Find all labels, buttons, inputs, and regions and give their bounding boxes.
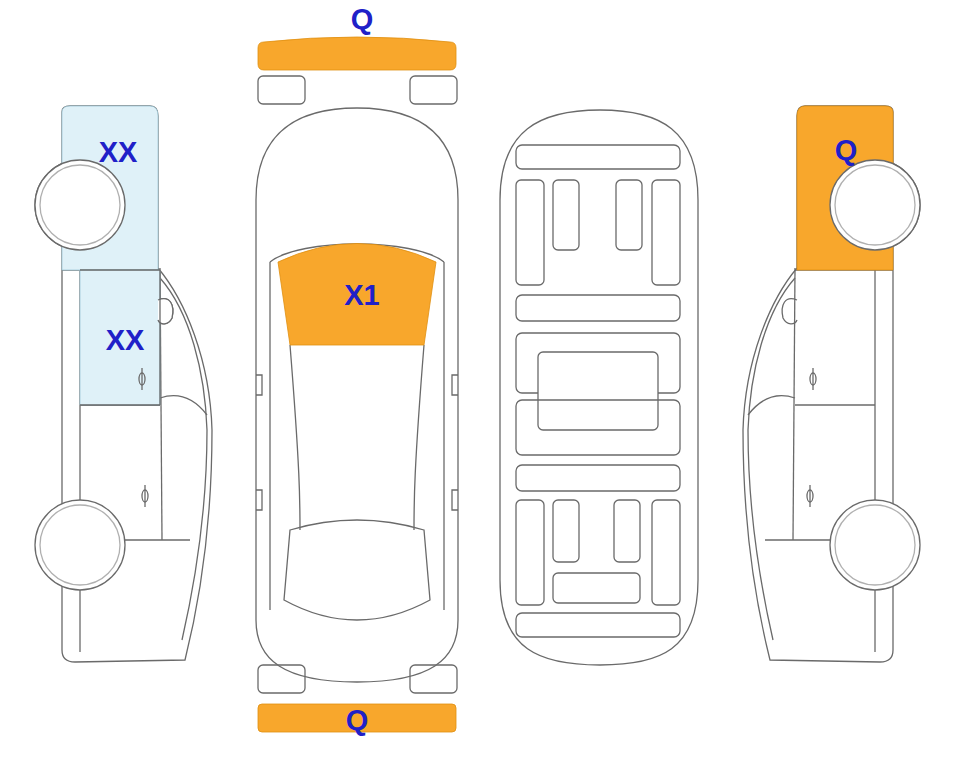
damage-area [258, 37, 456, 70]
car-part-line [830, 160, 920, 250]
rear-bumper-panel: Q [252, 700, 462, 740]
front-door-panel: XX [76, 266, 166, 410]
windshield-panel: X1 [270, 232, 444, 350]
damage-area [80, 270, 160, 405]
damage-code: XX [106, 326, 145, 355]
damage-code: XX [99, 138, 138, 167]
car-part-line [40, 165, 120, 245]
damage-code: X1 [344, 281, 379, 310]
damage-code: Q [835, 136, 858, 165]
car-part-line [80, 270, 160, 405]
front-fender-panel: Q [793, 102, 897, 274]
car-part-line [139, 373, 145, 385]
car-part-line [835, 165, 915, 245]
panel-shape [58, 102, 162, 274]
car-part-line [35, 160, 125, 250]
front-fender-panel: XX [58, 102, 162, 274]
front-bumper-panel: Q [252, 2, 462, 74]
car-part-line [141, 368, 142, 390]
damage-area [278, 244, 436, 346]
damage-code: Q [351, 5, 374, 34]
panel-shape [793, 102, 897, 274]
damage-code: Q [346, 706, 369, 735]
